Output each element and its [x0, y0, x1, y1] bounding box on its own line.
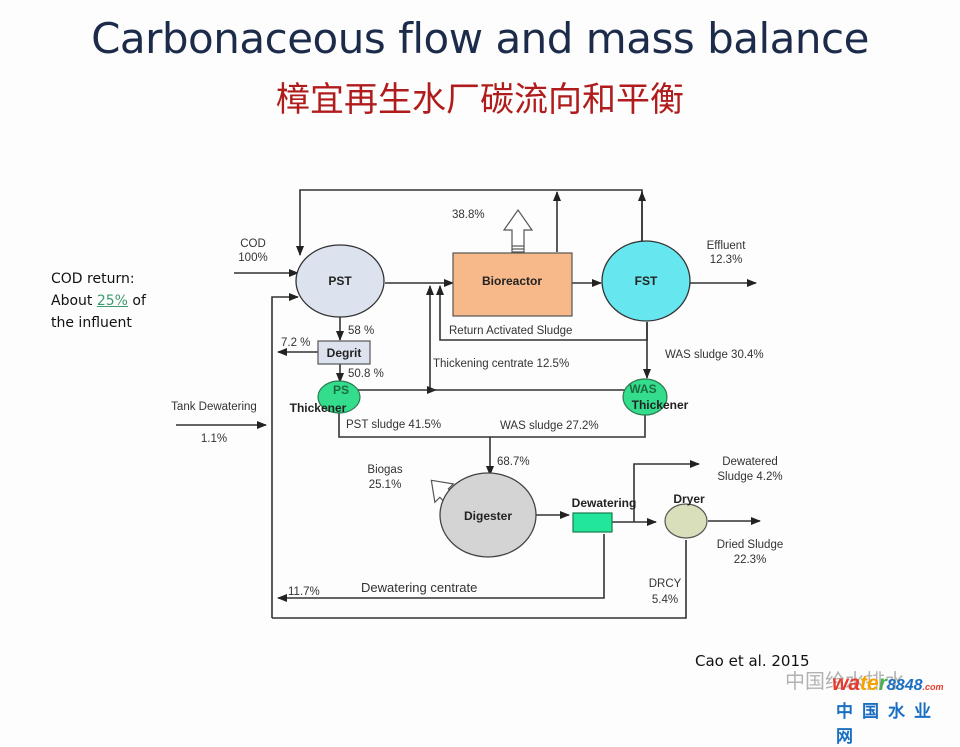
drcy-percent: 5.4% — [652, 594, 678, 606]
top-recycle-line — [296, 189, 643, 256]
dewatering-centrate-line — [277, 534, 605, 602]
flow-lines — [176, 189, 761, 619]
watermark-brand: water8848.com — [832, 672, 944, 695]
carbon-flow-diagram: PST Bioreactor FST Degrit PS Thickener W… — [171, 189, 783, 619]
dewatering-node[interactable] — [572, 512, 613, 533]
note-suffix: of — [127, 293, 146, 309]
note-line-1: COD return: — [51, 271, 135, 287]
cod-return-note: COD return: About 25% of the influent — [51, 268, 146, 334]
aeration-percent: 38.8% — [452, 209, 485, 221]
digester-label: Digester — [464, 509, 512, 523]
degrit-label: Degrit — [327, 346, 362, 360]
cod-label: COD — [240, 238, 266, 250]
aeration-arrow-icon — [502, 208, 534, 253]
fst-node[interactable] — [601, 240, 691, 322]
degrit-out-percent: 7.2 % — [281, 337, 310, 349]
slide-subtitle: 樟宜再生水厂碳流向和平衡 — [276, 80, 684, 120]
digester-node[interactable] — [439, 472, 537, 558]
pst-sludge-label: PST sludge 41.5% — [346, 419, 441, 431]
drcy-label: DRCY — [649, 578, 682, 590]
cod-percent: 100% — [238, 252, 267, 264]
thickening-centrate-label: Thickening centrate 12.5% — [433, 358, 569, 370]
ps-thickener-node[interactable] — [317, 380, 361, 414]
note-prefix: About — [51, 293, 97, 309]
dewatering-label: Dewatering — [572, 496, 637, 510]
pst-sludge-line — [338, 410, 646, 438]
dewatered-sludge-percent: Sludge 4.2% — [717, 471, 782, 483]
citation: Cao et al. 2015 — [695, 652, 810, 670]
degrit-to-ps-percent: 50.8 % — [348, 368, 384, 380]
dewatering-centrate-label: Dewatering centrate — [361, 580, 477, 595]
effluent-percent: 12.3% — [710, 254, 743, 266]
centrate-percent: 11.7% — [288, 586, 320, 598]
was-thickener-label-1: WAS — [629, 382, 656, 396]
dewatered-sludge-line — [633, 460, 700, 522]
dryer-label: Dryer — [673, 492, 705, 506]
left-return-loop — [271, 293, 299, 618]
was-thickener-label-2: Thickener — [632, 398, 689, 412]
biogas-label: Biogas — [367, 464, 402, 476]
dryer-node[interactable] — [664, 503, 708, 539]
dewatered-sludge-label: Dewatered — [722, 456, 778, 468]
note-link-25-percent[interactable]: 25% — [96, 293, 128, 309]
biogas-percent: 25.1% — [369, 479, 402, 491]
pst-label: PST — [328, 274, 352, 288]
bioreactor-node[interactable] — [452, 252, 573, 317]
bioreactor-label: Bioreactor — [482, 274, 542, 288]
dried-sludge-percent: 22.3% — [734, 554, 767, 566]
tank-dewatering-label: Tank Dewatering — [171, 401, 257, 413]
to-digester-percent: 68.7% — [497, 456, 530, 468]
ps-thickener-label-1: PS — [333, 383, 349, 397]
was-sludge-fst-label: WAS sludge 30.4% — [665, 349, 764, 361]
watermark-subtext: 中国水业网 — [836, 702, 940, 746]
note-line-2: About 25% of — [51, 290, 146, 312]
effluent-label: Effluent — [707, 240, 747, 252]
slide-title: Carbonaceous flow and mass balance — [91, 14, 869, 63]
ras-label: Return Activated Sludge — [449, 325, 572, 337]
tank-dewatering-percent: 1.1% — [201, 433, 227, 445]
was-thickener-node[interactable] — [622, 378, 668, 416]
note-line-3: the influent — [51, 315, 132, 331]
fst-label: FST — [635, 274, 658, 288]
dried-sludge-label: Dried Sludge — [717, 539, 783, 551]
pst-to-degrit-percent: 58 % — [348, 325, 374, 337]
watermark-text: 中国给水排水 — [785, 671, 905, 693]
was-sludge-thick-label: WAS sludge 27.2% — [500, 420, 599, 432]
degrit-node[interactable] — [317, 340, 371, 365]
ps-thickener-label-2: Thickener — [290, 401, 347, 415]
drcy-line — [272, 540, 687, 619]
pst-node[interactable] — [295, 244, 385, 318]
